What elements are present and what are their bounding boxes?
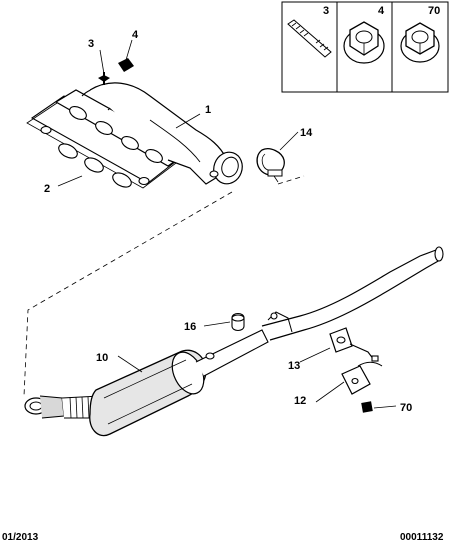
damper-16 [231, 312, 245, 332]
callout-3: 3 [88, 38, 94, 50]
hardware-inset: 3 4 70 [281, 1, 449, 93]
exhaust-pipe [24, 246, 444, 437]
callout-14: 14 [300, 127, 313, 139]
nut-4 [118, 58, 134, 72]
nut-70 [361, 401, 373, 413]
rubber-mount-13 [329, 327, 379, 362]
inset-label-4: 4 [378, 5, 385, 17]
callout-16: 16 [184, 321, 196, 333]
callout-10: 10 [96, 352, 108, 364]
exhaust-manifold [26, 82, 243, 189]
assembly-dashed-line [23, 191, 233, 397]
inset-label-70: 70 [428, 5, 440, 17]
flange-nut-70-icon [400, 22, 440, 63]
washer-3 [98, 72, 110, 85]
manifold-gasket [26, 95, 182, 189]
callout-2: 2 [44, 183, 50, 195]
footer-date: 01/2013 [2, 532, 39, 543]
leader-lines [57, 39, 397, 409]
exhaust-clamp [256, 148, 285, 183]
callout-13: 13 [288, 360, 300, 372]
flange-nut-icon [343, 21, 385, 64]
callout-4: 4 [132, 29, 139, 41]
stud-bolt-icon [287, 19, 332, 58]
footer-reference: 00011132 [400, 532, 444, 543]
callout-70: 70 [400, 402, 412, 414]
callout-1: 1 [205, 104, 211, 116]
bracket-12 [341, 361, 383, 395]
silencer-10 [89, 349, 207, 437]
callout-12: 12 [294, 395, 306, 407]
inset-label-3: 3 [323, 5, 329, 17]
